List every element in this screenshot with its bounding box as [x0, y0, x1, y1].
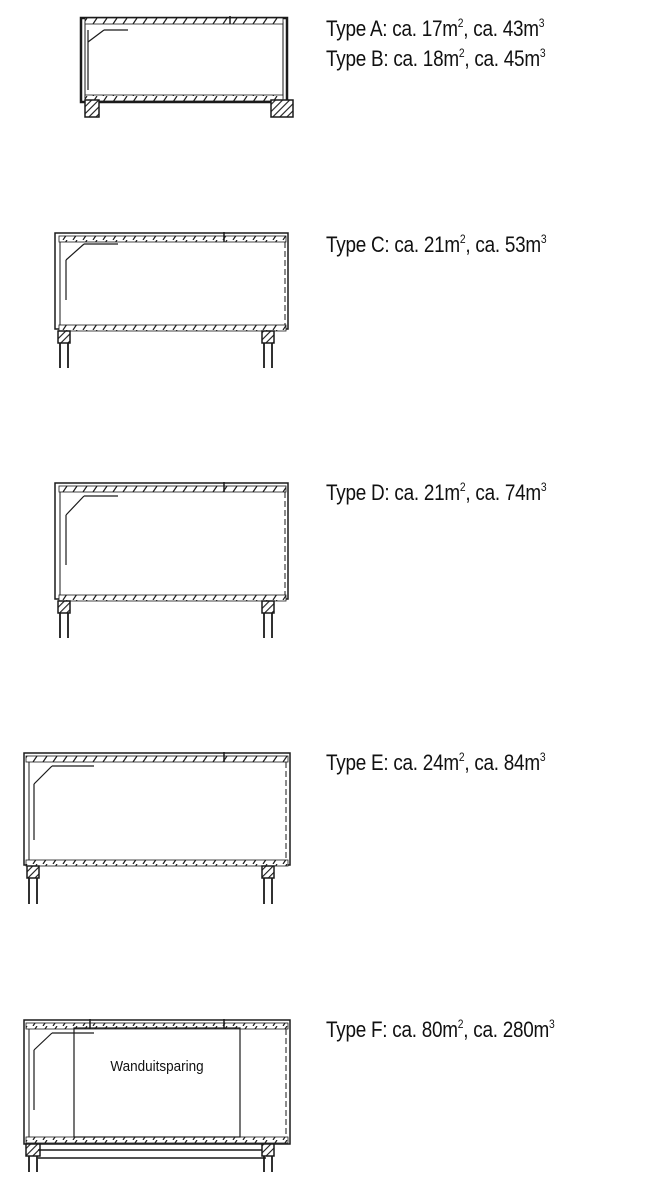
spec-type-d: Type D: ca. 21m2, ca. 74m3: [326, 478, 547, 508]
spec-type-c: Type C: ca. 21m2, ca. 53m3: [326, 230, 547, 260]
spec-type-ab: Type A: ca. 17m2, ca. 43m3 Type B: ca. 1…: [326, 14, 546, 74]
plan-type-d: [54, 482, 289, 638]
spec-line-type-e: Type E: ca. 24m2, ca. 84m3: [326, 750, 546, 775]
wall-opening: [73, 1027, 241, 1138]
spec-line-type-f: Type F: ca. 80m2, ca. 280m3: [326, 1017, 555, 1042]
spec-type-e: Type E: ca. 24m2, ca. 84m3: [326, 748, 546, 778]
spec-line-type-c: Type C: ca. 21m2, ca. 53m3: [326, 232, 547, 257]
plan-type-f: [23, 1019, 291, 1172]
plan-type-ab: [79, 16, 294, 118]
spec-line-type-a: Type A: ca. 17m2, ca. 43m3: [326, 16, 545, 41]
spec-line-type-b: Type B: ca. 18m2, ca. 45m3: [326, 46, 546, 71]
plan-type-e: [23, 752, 291, 904]
plan-type-c: [54, 232, 289, 368]
spec-line-type-d: Type D: ca. 21m2, ca. 74m3: [326, 480, 547, 505]
wall-opening-label: Wanduitsparing: [110, 1057, 204, 1075]
spec-type-f: Type F: ca. 80m2, ca. 280m3: [326, 1015, 555, 1045]
